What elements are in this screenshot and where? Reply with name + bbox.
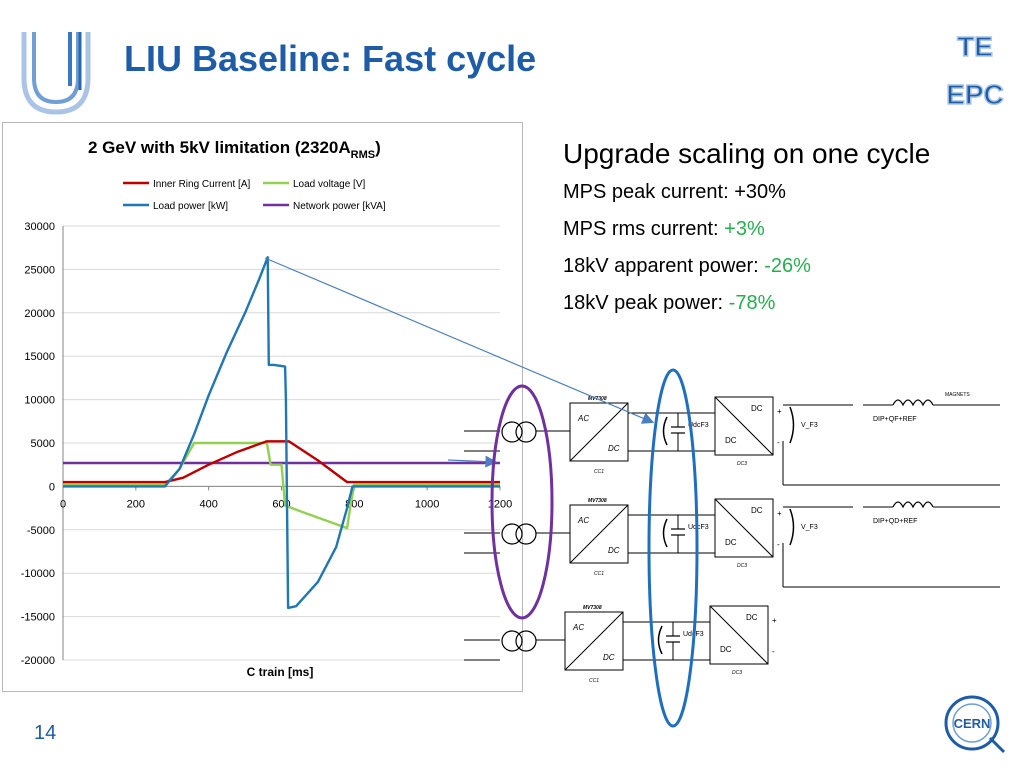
transformer-coil [515,421,537,443]
dc3-label: DC3 [737,563,747,569]
item-value: -78% [728,292,776,314]
cc1-label: CC1 [594,571,604,577]
text-panel: Upgrade scaling on one cycle MPS peak cu… [563,136,1003,328]
voltage-label: V_F3 [801,422,818,429]
slide-title: LIU Baseline: Fast cycle [124,38,537,79]
dc-in-label: DC [746,613,758,622]
text-heading: Upgrade scaling on one cycle [563,138,931,169]
item-label: MPS rms current: [563,218,725,240]
y-tick-label: 20000 [24,308,55,320]
converter-tag: MV7308 [588,396,607,402]
x-axis-label: C train [ms] [247,665,314,679]
text-item-peak-current: MPS peak current: +30% [563,180,1003,204]
cc1-label: CC1 [594,469,604,475]
chart-panel: 2 GeV with 5kV limitation (2320ARMS) Inn… [2,122,523,692]
svg-text:2 GeV with 5kV limitation (232: 2 GeV with 5kV limitation (2320ARMS) [88,138,381,161]
dc-in-label: DC [751,506,763,515]
item-value: -26% [764,255,811,277]
magnet-inductor [892,501,934,509]
y-tick-label: -5000 [27,525,55,537]
cern-logo: CERN [944,695,1006,754]
y-tick-label: 15000 [24,351,55,363]
page-number: 14 [34,722,57,744]
series-line [63,440,500,484]
chart-title-end: ) [375,138,381,157]
voltage-label: V_F3 [801,524,818,531]
plus-terminal: + [777,407,782,416]
converter-dc-label: DC [603,653,615,662]
legend-label: Inner Ring Current [A] [153,179,250,190]
text-item-apparent-power: 18kV apparent power: -26% [563,254,1003,278]
converter-tag: MV7308 [583,605,602,611]
transformer-coil [515,630,537,652]
x-tick-label: 200 [127,498,145,510]
chart-title-main: 2 GeV with 5kV limitation (2320A [88,138,351,157]
dc-out-label: DC [725,436,737,445]
cc1-label: CC1 [589,678,599,684]
te-logo-top: TE [957,31,993,62]
te-epc-logo: TE EPC [945,30,1004,111]
item-label: 18kV peak power: [563,292,729,314]
te-logo-bottom: EPC [946,79,1004,110]
converter-ac-label: AC [572,623,584,632]
dc-out-label: DC [725,538,737,547]
series-line [63,256,500,610]
transformer-coil [515,523,537,545]
load-label: DIP+QD+REF [873,518,917,525]
dc-in-label: DC [751,404,763,413]
chart-title-sub: RMS [351,149,375,161]
chart-title: 2 GeV with 5kV limitation (2320ARMS) [88,138,381,161]
converter-dc-label: DC [608,444,620,453]
y-tick-label: -10000 [21,568,55,580]
circuit-row: ACDCMV7308CC1UdcF3DCDCDC3+-V_F3DIP+QD+RE… [464,498,1000,588]
item-value: +30% [734,181,786,203]
liu-logo [21,32,91,115]
legend-label: Load voltage [V] [293,179,365,190]
capacitor-label: UdcF3 [688,524,709,531]
x-tick-label: 1000 [415,498,439,510]
chart-legend: Inner Ring Current [A] Load voltage [V] Lo… [123,179,386,212]
y-tick-label: 0 [49,481,55,493]
circuit-row: ACDCMV7308CC1UdcF3DCDCDC3+-V_F3DIP+QF+RE… [464,396,1000,486]
x-tick-label: 400 [199,498,217,510]
capacitor-label: UdcF3 [683,631,704,638]
cern-logo-text: CERN [954,716,991,731]
legend-label: Network power [kVA] [293,201,386,212]
item-label: 18kV apparent power: [563,255,765,277]
y-tick-label: 25000 [24,264,55,276]
transformer-coil [501,630,523,652]
plus-terminal: + [772,616,777,625]
converter-ac-label: AC [577,516,589,525]
converter-tag: MV7308 [588,498,607,504]
dc3-label: DC3 [737,461,747,467]
item-label: MPS peak current: [563,181,735,203]
item-value: +3% [724,218,765,240]
y-tick-label: -20000 [21,655,55,667]
plus-terminal: + [777,509,782,518]
y-tick-label: 5000 [31,438,55,450]
magnet-inductor [892,399,934,407]
y-tick-label: -15000 [21,612,55,624]
minus-terminal: - [772,647,775,656]
minus-terminal: - [777,540,780,549]
load-label: DIP+QF+REF [873,416,917,423]
text-item-rms-current: MPS rms current: +3% [563,217,1003,241]
y-tick-label: 30000 [24,221,55,233]
converter-dc-label: DC [608,546,620,555]
converter-ac-label: AC [577,414,589,423]
magnets-label: MAGNETS [945,392,970,398]
line-chart: 2 GeV with 5kV limitation (2320ARMS) Inn… [21,138,513,679]
legend-label: Load power [kW] [153,201,228,212]
minus-terminal: - [777,438,780,447]
dc-out-label: DC [720,645,732,654]
capacitor-label: UdcF3 [688,422,709,429]
circuit-diagram: ACDCMV7308CC1UdcF3DCDCDC3+-V_F3DIP+QF+RE… [464,392,1000,684]
dc3-label: DC3 [732,670,742,676]
y-tick-label: 10000 [24,395,55,407]
text-item-peak-power: 18kV peak power: -78% [563,291,1003,315]
x-tick-label: 0 [60,498,66,510]
